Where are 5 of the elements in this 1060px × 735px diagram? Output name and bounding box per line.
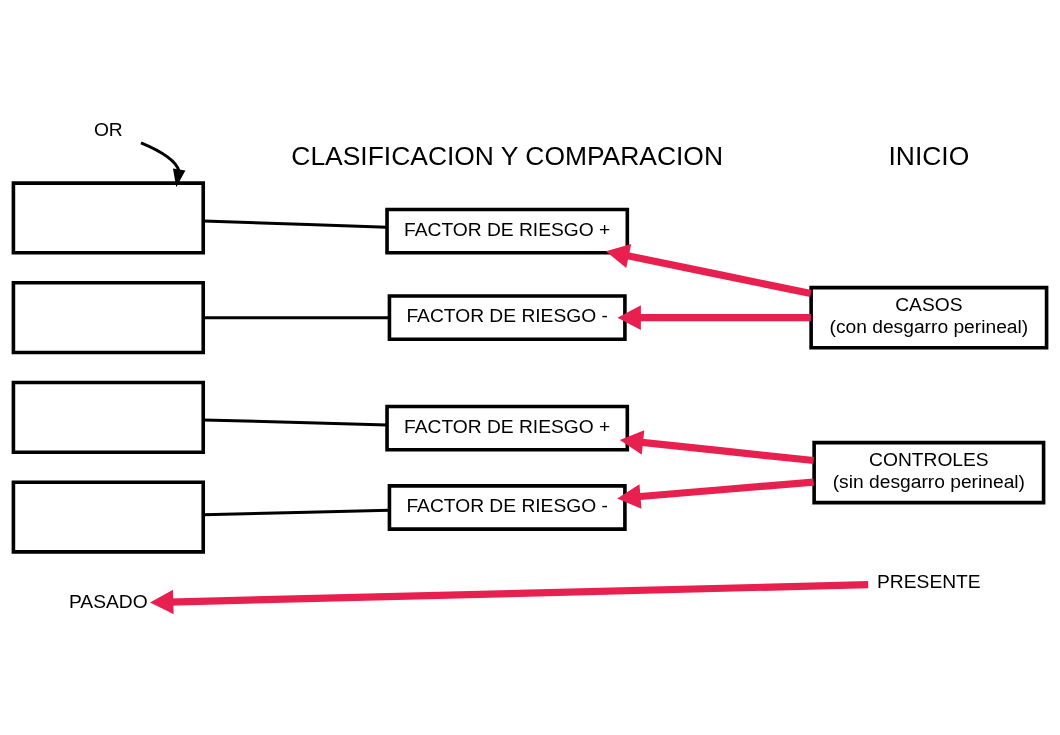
label: CLASIFICACION Y COMPARACION: [291, 140, 723, 171]
node-text: OR: [93, 119, 123, 140]
label: INICIO: [888, 140, 970, 171]
node-text: PASADO: [68, 591, 148, 613]
node-text: PRESENTE: [877, 570, 981, 592]
